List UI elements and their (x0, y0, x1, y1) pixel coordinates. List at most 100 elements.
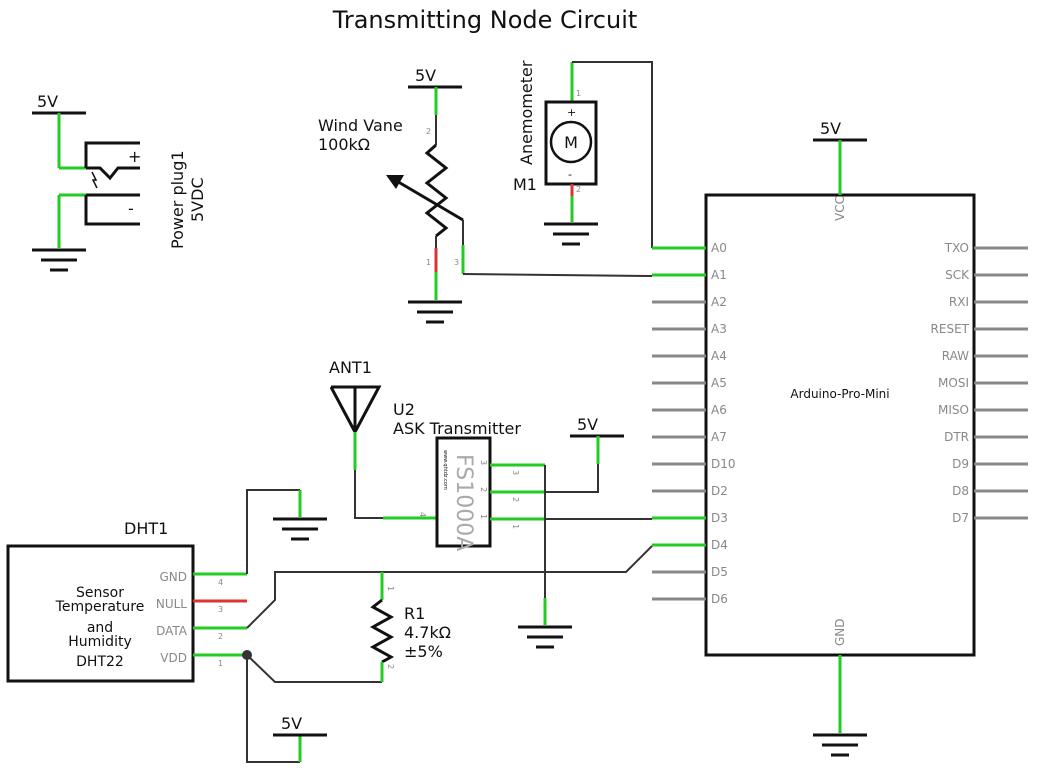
arduino-pin-label: A0 (711, 241, 727, 255)
resistor-value: 4.7kΩ (404, 623, 451, 642)
anemometer-label: Anemometer (517, 60, 536, 165)
svg-text:NULL: NULL (156, 597, 187, 611)
dht-ref: DHT1 (124, 519, 168, 538)
svg-text:1: 1 (386, 586, 395, 591)
resistor-r1: 1 2 R1 4.7kΩ ±5% (369, 572, 451, 682)
arduino-pin-label: A3 (711, 322, 727, 336)
arduino-pin-label: D10 (711, 457, 736, 471)
svg-text:3: 3 (218, 605, 223, 614)
dht-body (6, 544, 195, 683)
svg-text:3: 3 (454, 258, 459, 267)
wind-vane-label: Wind Vane (318, 116, 403, 135)
arduino-supply-label: 5V (820, 119, 841, 138)
power-plug-sublabel: 5VDC (188, 177, 207, 222)
arduino-pin-label: MOSI (938, 376, 969, 390)
arduino-pin-label: D5 (711, 565, 728, 579)
svg-text:2: 2 (479, 487, 488, 492)
arduino-pin-label: SCK (945, 268, 970, 282)
lightning-icon (91, 171, 98, 189)
anemometer-ref: M1 (513, 175, 537, 194)
arduino-pin-label: A4 (711, 349, 727, 363)
arduino-pin-label: D2 (711, 484, 728, 498)
svg-text:DATA: DATA (156, 624, 188, 638)
power-plug-plus-sign: + (128, 147, 141, 166)
arduino-pin-label: A1 (711, 268, 727, 282)
antenna: ANT1 (329, 358, 437, 520)
resistor-zigzag-icon (424, 143, 449, 238)
wire-windvane-a1 (462, 273, 653, 277)
wire-anemometer-a0 (572, 61, 653, 248)
power-plug-label: Power plug1 (168, 150, 187, 249)
dht22-sensor: DHT1 Sensor Temperature and Humidity DHT… (6, 489, 653, 763)
svg-text:-: - (568, 168, 572, 181)
svg-text:DHT22: DHT22 (76, 654, 124, 670)
transmitter-chip-name: FS1000A (451, 454, 476, 551)
dht-supply-label: 5V (281, 714, 302, 733)
svg-text:1: 1 (511, 524, 520, 529)
svg-text:2: 2 (386, 664, 395, 669)
arduino-pin-label: D6 (711, 592, 728, 606)
svg-text:2: 2 (218, 632, 223, 641)
svg-text:M: M (564, 133, 578, 152)
svg-text:2: 2 (426, 127, 431, 136)
power-plug-minus-sign: - (128, 199, 134, 218)
arduino-name: Arduino-Pro-Mini (790, 387, 889, 401)
page-title: Transmitting Node Circuit (332, 6, 638, 34)
arduino-pin-label: RESET (931, 322, 970, 336)
svg-text:VDD: VDD (160, 651, 187, 665)
arduino-pin-label: DTR (944, 430, 969, 444)
svg-text:and: and (87, 620, 113, 636)
wiper-arrow-icon (394, 178, 464, 222)
power-plug: 5V + - Power plug1 5VDC (32, 92, 207, 272)
resistor-ref: R1 (404, 604, 425, 623)
antenna-label: ANT1 (329, 358, 372, 377)
arduino-pin-label: D9 (952, 457, 969, 471)
svg-text:GND: GND (833, 618, 847, 646)
resistor-r1-icon (369, 598, 395, 664)
svg-text:1: 1 (426, 258, 431, 267)
svg-text:3: 3 (511, 470, 520, 475)
power-plug-supply-label: 5V (37, 92, 58, 111)
svg-text:Temperature: Temperature (55, 599, 145, 615)
resistor-tolerance: ±5% (404, 642, 443, 661)
wind-vane-value: 100kΩ (318, 135, 370, 154)
svg-text:4: 4 (418, 512, 427, 517)
svg-text:1: 1 (576, 89, 581, 98)
svg-text:VCC: VCC (833, 196, 847, 221)
arduino-pin-label: D3 (711, 511, 728, 525)
svg-text:2: 2 (511, 497, 520, 502)
svg-text:GND: GND (159, 570, 187, 584)
svg-text:3: 3 (479, 460, 488, 465)
arduino-body (704, 193, 976, 657)
ask-transmitter: U2 ASK Transmitter FS1000A www.qhtdz.com… (393, 400, 652, 649)
arduino-pin-label: RXI (949, 295, 969, 309)
arduino-pin-label: MISO (938, 403, 969, 417)
arduino-pin-label: D7 (952, 511, 969, 525)
svg-text:+: + (567, 106, 576, 119)
anemometer-motor: M + - 1 2 Anemometer M1 (513, 60, 598, 246)
arduino-pin-label: A2 (711, 295, 727, 309)
transmitter-supply-label: 5V (577, 415, 598, 434)
svg-text:4: 4 (218, 578, 223, 587)
arduino-pro-mini: Arduino-Pro-Mini 5V VCC GND A0A1A2A3A4A5… (652, 119, 1028, 757)
svg-text:Sensor: Sensor (76, 585, 124, 601)
wind-vane-supply-label: 5V (415, 66, 436, 85)
svg-text:2: 2 (576, 185, 581, 194)
arduino-pin-label: A7 (711, 430, 727, 444)
svg-text:1: 1 (218, 659, 223, 668)
arduino-pin-label: D8 (952, 484, 969, 498)
arduino-pin-label: A6 (711, 403, 727, 417)
svg-text:www.qhtdz.com: www.qhtdz.com (442, 450, 448, 490)
arduino-pin-label: RAW (942, 349, 969, 363)
arduino-pin-label: A5 (711, 376, 727, 390)
transmitter-body (435, 436, 492, 548)
arduino-pin-label: TXO (944, 241, 969, 255)
transmitter-ref: U2 (393, 400, 415, 419)
arduino-pin-label: D4 (711, 538, 728, 552)
transmitter-label: ASK Transmitter (393, 419, 521, 438)
wire-dht-data-d4 (246, 545, 653, 629)
wind-vane-potentiometer: 5V 2 1 3 Wind Vane 100kΩ (318, 66, 465, 324)
svg-text:1: 1 (479, 514, 488, 519)
